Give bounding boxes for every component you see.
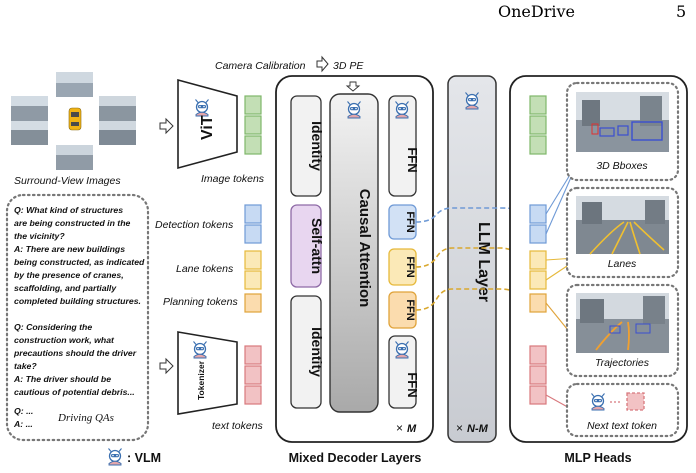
robot-icon (464, 91, 480, 110)
vlm-legend-label: : VLM (127, 451, 161, 465)
detection-tokens (244, 204, 262, 244)
llm-layer-block (447, 75, 497, 443)
car-icon (68, 107, 82, 131)
qa-q-ellipsis: Q: ... (14, 406, 33, 416)
3d-pe-label: 3D PE (333, 60, 364, 72)
mlp-heads-caption: MLP Heads (564, 451, 631, 465)
output-planning-tokens (529, 293, 547, 313)
planning-tokens (244, 293, 262, 313)
causal-attention-block (329, 93, 379, 413)
ffn-block-bottom (388, 335, 417, 409)
causal-attention-label: Causal Attention (356, 189, 373, 308)
identity-top-label: Identity (309, 121, 325, 171)
arrow-right-icon (316, 55, 329, 73)
output-image-tokens (529, 95, 547, 155)
ffn-block-top (388, 95, 417, 197)
driving-qas-caption: Driving QAs (57, 412, 114, 424)
image-tokens (244, 95, 262, 155)
text-tokens-label: text tokens (212, 420, 264, 432)
lanes-image (576, 196, 669, 255)
robot-icon (192, 340, 208, 359)
image-tokens-label: Image tokens (201, 173, 265, 185)
qa-text: Q: What kind of structures are being con… (13, 200, 149, 397)
tokenizer-label: Tokenizer (196, 360, 206, 400)
qa-a-ellipsis: A: ... (13, 419, 33, 429)
arrow-down-icon (345, 81, 361, 92)
detection-tokens-label: Detection tokens (155, 219, 234, 231)
surround-view-images (11, 72, 136, 170)
arrow-right-icon (159, 357, 174, 375)
planning-tokens-label: Planning tokens (163, 296, 238, 308)
camera-calibration-label: Camera Calibration (215, 60, 306, 72)
robot-icon (394, 100, 410, 119)
surround-caption: Surround-View Images (14, 175, 121, 187)
detection-connector (415, 202, 529, 223)
next-token-block (626, 392, 645, 411)
lane-tokens (244, 250, 262, 290)
identity-bottom-block (290, 295, 322, 409)
robot-icon (346, 100, 362, 119)
decoder-caption: Mixed Decoder Layers (289, 451, 422, 465)
ffn-label-detection: FFN (404, 211, 416, 232)
driving-qa-box (5, 193, 150, 442)
times-m: M (407, 423, 417, 435)
planning-connector (415, 288, 529, 312)
text-tokens (244, 345, 262, 405)
self-attn-block (290, 204, 322, 288)
times-nm: N-M (467, 423, 489, 435)
times-symbol-nm: × (456, 421, 463, 435)
lanes-label: Lanes (608, 258, 637, 270)
ffn-label-top: FFN (405, 147, 420, 172)
bboxes-image (576, 92, 669, 152)
trajectories-label: Trajectories (595, 357, 650, 369)
robot-icon (194, 98, 210, 117)
robot-icon (107, 447, 123, 466)
next-token-label: Next text token (587, 420, 657, 432)
identity-bottom-label: Identity (309, 327, 325, 377)
trajectories-image (576, 293, 669, 353)
lane-tokens-label: Lane tokens (176, 263, 234, 275)
ffn-label-planning: FFN (404, 299, 416, 320)
self-attn-label: Self-attn (309, 218, 325, 274)
output-text-tokens (529, 345, 547, 405)
output-detection-tokens (529, 204, 547, 244)
robot-icon (394, 340, 410, 359)
vit-label: ViT (199, 115, 216, 140)
tokenizer: Tokenizer (177, 331, 238, 415)
vit-encoder: ViT (177, 78, 238, 170)
running-header-title: OneDrive (498, 2, 575, 21)
identity-top-block (290, 95, 322, 197)
ffn-label-lane: FFN (404, 256, 416, 277)
times-symbol: × (396, 421, 403, 435)
llm-layer-label: LLM Layer (475, 222, 492, 302)
arrow-right-icon (159, 117, 174, 135)
page-number: 5 (676, 2, 687, 21)
bboxes-label: 3D Bboxes (596, 160, 648, 172)
ffn-label-bottom: FFN (405, 372, 420, 397)
robot-icon (590, 392, 606, 411)
